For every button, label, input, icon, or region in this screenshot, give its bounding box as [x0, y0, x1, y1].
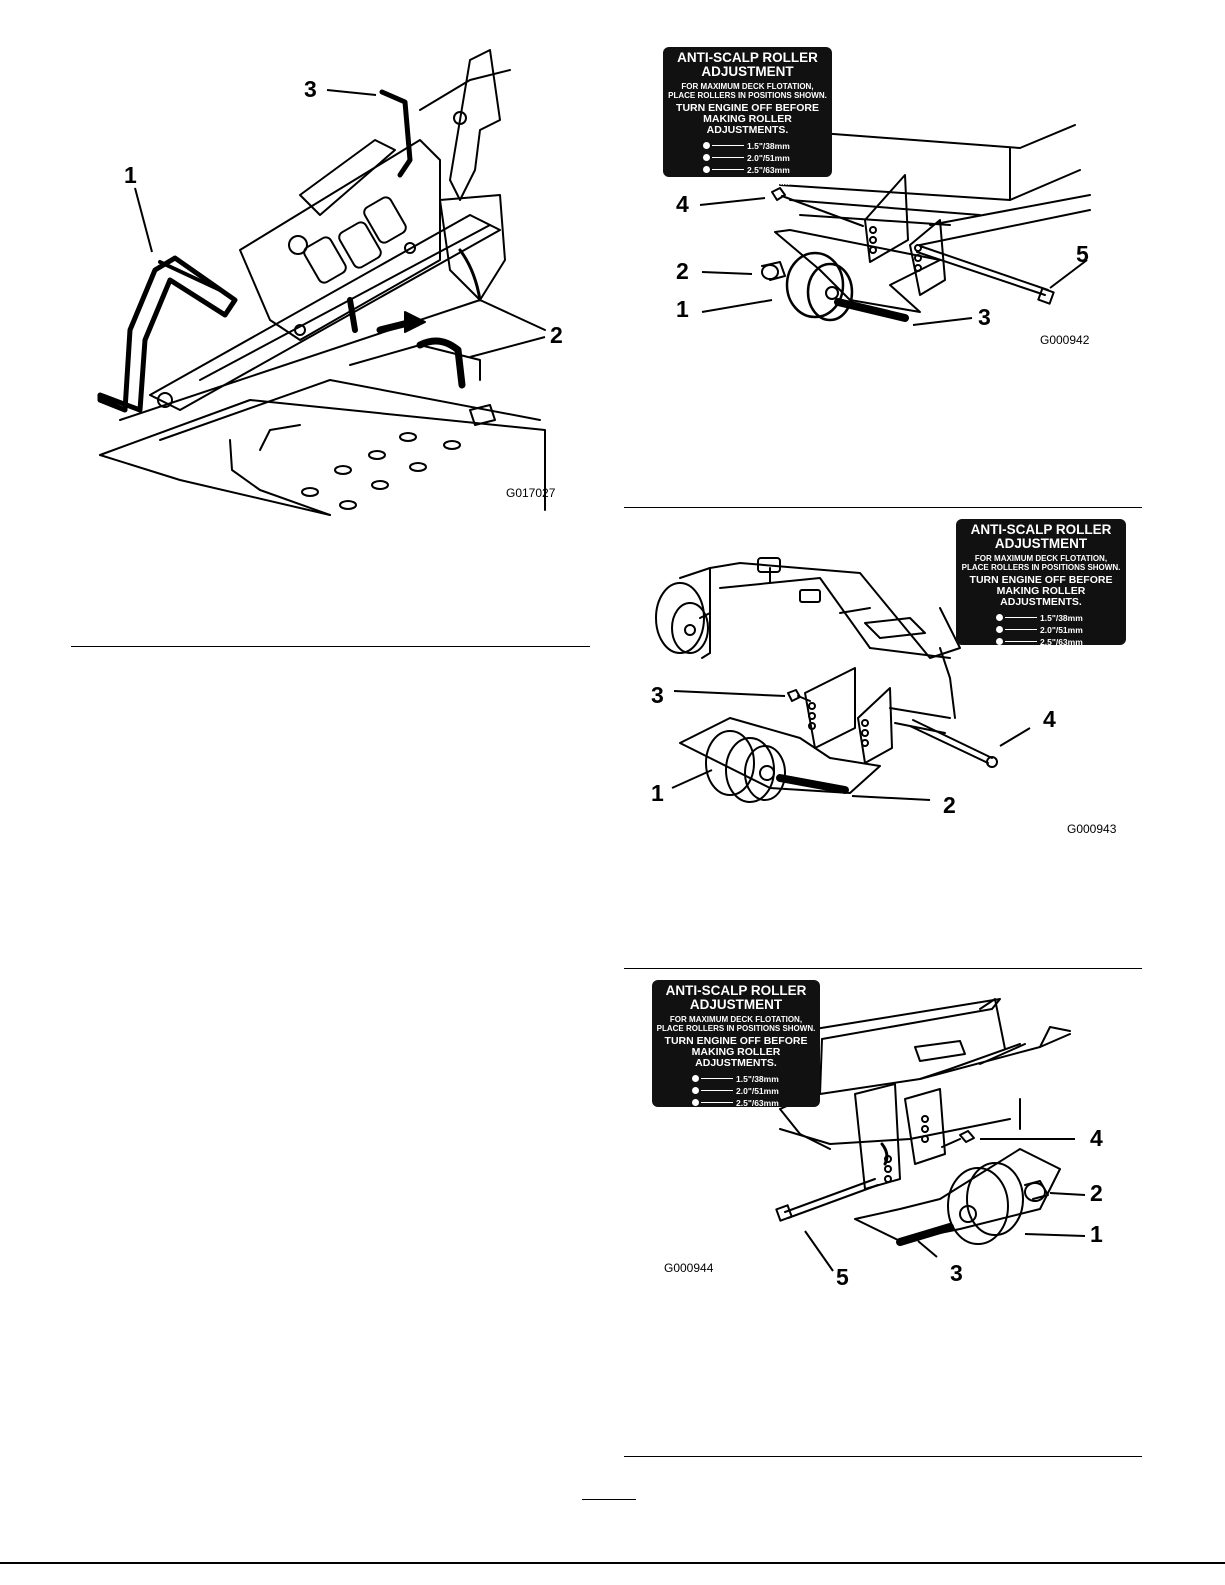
figure-code: G000943: [1067, 822, 1117, 836]
decal-positions: 1.5"/38mm 2.0"/51mm 2.5"/63mm 3.0"/76mm: [652, 1073, 820, 1121]
decal-position: 2.0"/51mm: [956, 624, 1126, 636]
callout-1: 1: [124, 162, 137, 188]
callout-2: 2: [550, 322, 563, 348]
callout-2: 2: [1090, 1180, 1103, 1206]
callout-4: 4: [1090, 1125, 1103, 1151]
figure-parking-brake-illustration: [97, 49, 546, 516]
decal-position: 1.5"/38mm: [956, 612, 1126, 624]
decal-position: 3.0"/76mm: [652, 1109, 820, 1121]
decal-note: FOR MAXIMUM DECK FLOTATION,: [681, 82, 814, 91]
figure-roller-adjust-rear-illustration: [699, 124, 1091, 326]
figure-code: G000944: [664, 1261, 714, 1275]
callout-1: 1: [651, 780, 664, 806]
anti-scalp-decal: ANTI-SCALP ROLLER ADJUSTMENT FOR MAXIMUM…: [663, 47, 832, 187]
decal-warning: MAKING ROLLER ADJUSTMENTS.: [691, 1046, 781, 1069]
figure-parking-brake: 1 2 3 G017027: [0, 0, 610, 650]
decal-positions: 1.5"/38mm 2.0"/51mm 2.5"/63mm 3.0"/76mm: [956, 612, 1126, 660]
callout-5: 5: [836, 1264, 849, 1290]
divider-left-figure: [71, 646, 590, 647]
decal-position: 1.5"/38mm: [663, 140, 832, 152]
figure-roller-adjust-front-illustration: [655, 557, 1031, 803]
callout-3: 3: [304, 76, 317, 102]
decal-position: 2.5"/63mm: [652, 1097, 820, 1109]
page-number-underline: [582, 1499, 636, 1500]
decal-position: 2.0"/51mm: [663, 152, 832, 164]
anti-scalp-decal: ANTI-SCALP ROLLER ADJUSTMENT FOR MAXIMUM…: [956, 519, 1126, 659]
decal-title: ANTI-SCALP ROLLER: [677, 50, 818, 65]
decal-note: FOR MAXIMUM DECK FLOTATION,: [669, 1015, 803, 1024]
decal-position: 2.0"/51mm: [652, 1085, 820, 1097]
callout-4: 4: [1043, 706, 1056, 732]
callout-1: 1: [676, 296, 689, 322]
decal-warning: TURN ENGINE OFF BEFORE: [969, 574, 1113, 586]
decal-title: ANTI-SCALP ROLLER: [665, 983, 807, 998]
divider-right-figure-1: [624, 507, 1142, 508]
figure-roller-adjust-side-illustration: [775, 998, 1086, 1272]
callout-2: 2: [943, 792, 956, 818]
decal-warning: MAKING ROLLER ADJUSTMENTS.: [996, 585, 1086, 608]
page-bottom-rule: [0, 1562, 1225, 1564]
callout-2: 2: [676, 258, 689, 284]
decal-positions: 1.5"/38mm 2.0"/51mm 2.5"/63mm 3.0"/76mm: [663, 140, 832, 188]
callout-5: 5: [1076, 241, 1089, 267]
callout-3: 3: [651, 682, 664, 708]
decal-note: PLACE ROLLERS IN POSITIONS SHOWN.: [668, 91, 827, 100]
decal-warning: TURN ENGINE OFF BEFORE: [676, 102, 819, 114]
figure-roller-adjust-side: 1 2 3 4 5 G000944: [620, 969, 1160, 1456]
decal-position: 2.5"/63mm: [663, 164, 832, 176]
decal-position: 3.0"/76mm: [663, 176, 832, 188]
callout-3: 3: [950, 1260, 963, 1286]
decal-title: ANTI-SCALP ROLLER: [970, 522, 1112, 537]
callout-1: 1: [1090, 1221, 1103, 1247]
figure-code: G017027: [506, 486, 556, 500]
figure-roller-adjust-front: 1 2 3 4 G000943: [620, 508, 1160, 968]
decal-position: 3.0"/76mm: [956, 648, 1126, 660]
decal-note: PLACE ROLLERS IN POSITIONS SHOWN.: [961, 563, 1121, 572]
decal-warning: MAKING ROLLER ADJUSTMENTS.: [703, 113, 792, 136]
figure-code: G000942: [1040, 333, 1090, 347]
decal-title: ADJUSTMENT: [689, 997, 783, 1012]
decal-position: 1.5"/38mm: [652, 1073, 820, 1085]
divider-right-figure-2: [624, 968, 1142, 969]
decal-title: ADJUSTMENT: [994, 536, 1088, 551]
decal-title: ADJUSTMENT: [701, 64, 794, 79]
decal-position: 2.5"/63mm: [956, 636, 1126, 648]
figure-roller-adjust-rear: 1 2 3 4 5 G000942: [620, 0, 1160, 510]
callout-3: 3: [978, 304, 991, 330]
callout-4: 4: [676, 191, 689, 217]
decal-warning: TURN ENGINE OFF BEFORE: [664, 1035, 808, 1047]
anti-scalp-decal: ANTI-SCALP ROLLER ADJUSTMENT FOR MAXIMUM…: [652, 980, 820, 1120]
decal-note: FOR MAXIMUM DECK FLOTATION,: [974, 554, 1108, 563]
divider-right-figure-3: [624, 1456, 1142, 1457]
decal-note: PLACE ROLLERS IN POSITIONS SHOWN.: [656, 1024, 816, 1033]
